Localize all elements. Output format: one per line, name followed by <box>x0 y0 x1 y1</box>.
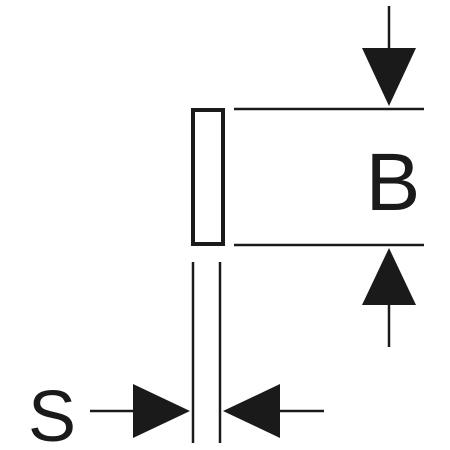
height-bottom-arrow <box>362 248 416 347</box>
height-top-arrow <box>362 6 416 106</box>
height-dimension-label: B <box>366 137 421 228</box>
thickness-left-arrow <box>90 384 190 438</box>
profile-cross-section <box>191 108 225 246</box>
thickness-right-arrow <box>223 384 324 438</box>
thickness-dimension-label: S <box>28 377 76 450</box>
